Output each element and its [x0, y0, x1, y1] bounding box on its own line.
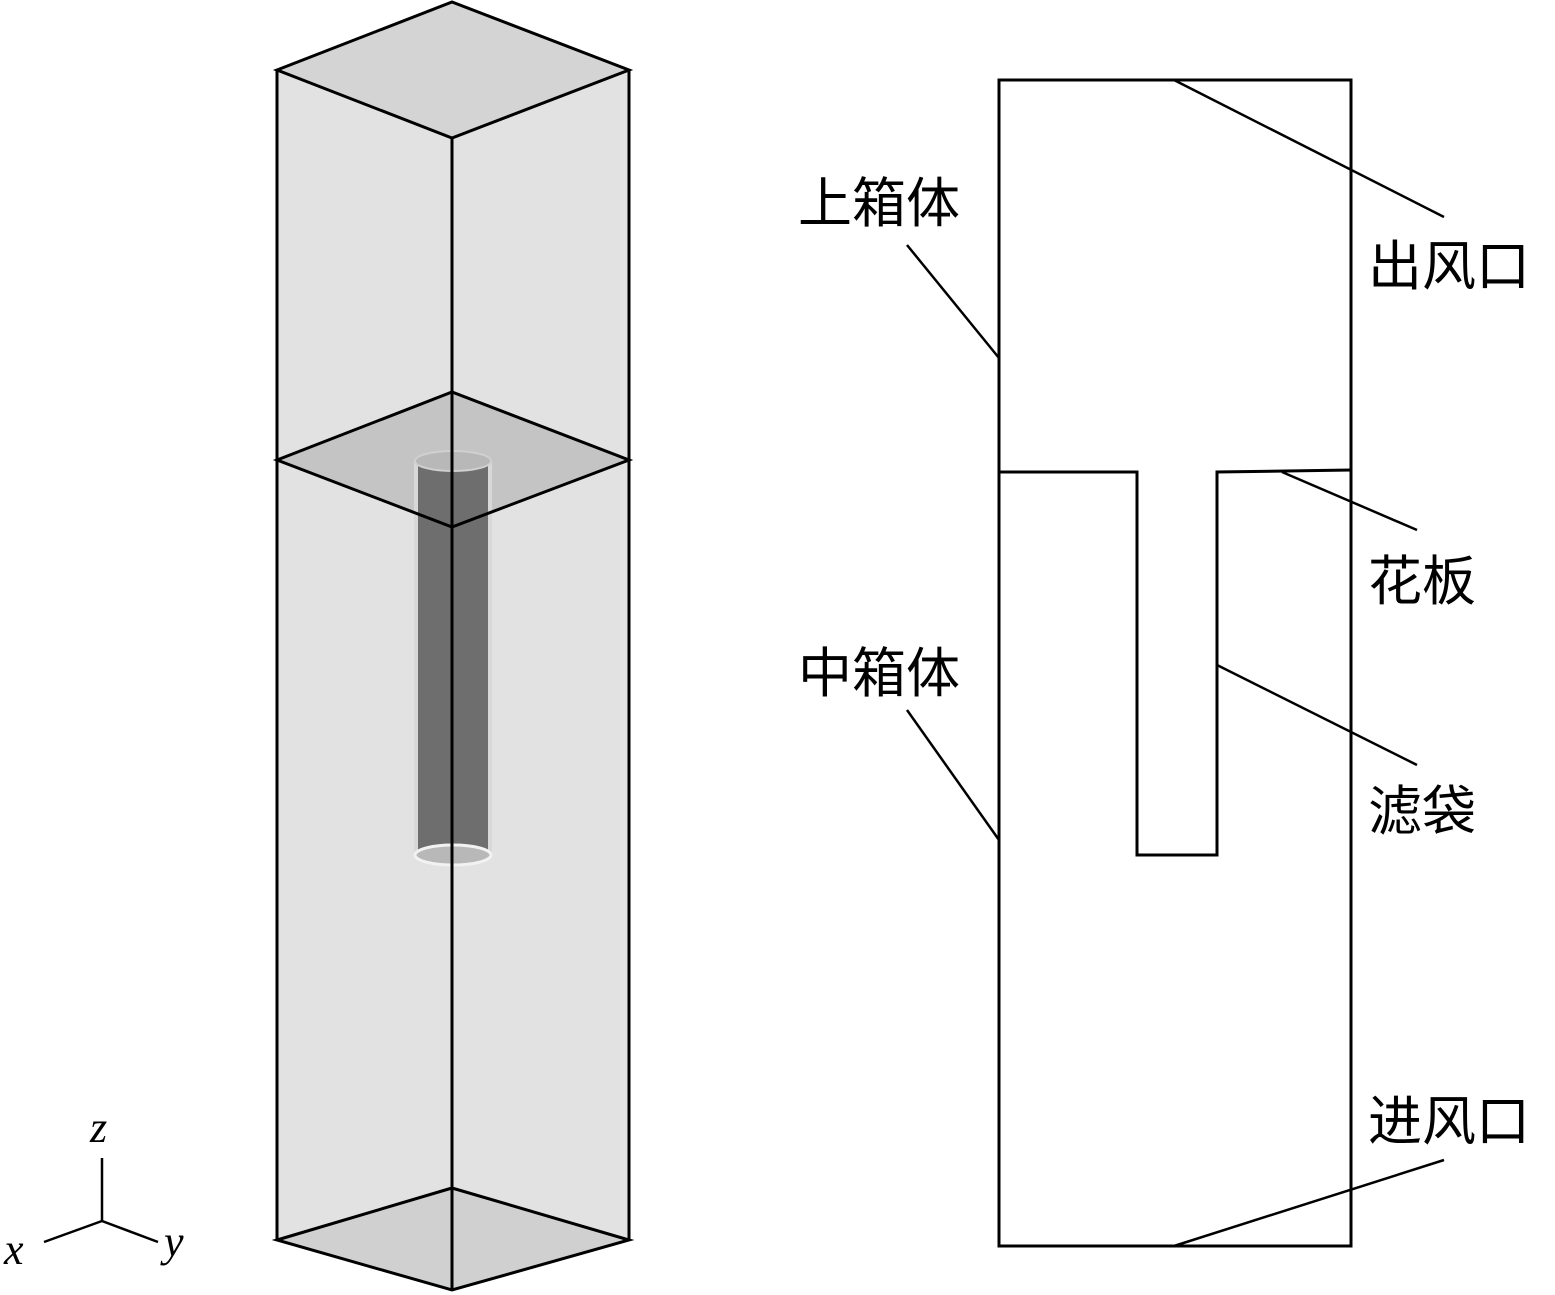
y-axis-label: y	[160, 1217, 184, 1266]
labels: 上箱体 中箱体 出风口 花板 滤袋 进风口	[798, 172, 1530, 1153]
coordinate-axes: z x y	[3, 1103, 184, 1274]
label-filter-bag: 滤袋	[1368, 780, 1476, 843]
cross-section-2d	[997, 78, 1353, 1248]
z-axis-label: z	[89, 1103, 107, 1152]
label-middle-box: 中箱体	[798, 642, 960, 705]
x-axis-label: x	[3, 1225, 24, 1274]
label-inlet: 进风口	[1368, 1090, 1530, 1153]
label-tube-sheet: 花板	[1368, 550, 1476, 613]
leader-outlet	[1173, 78, 1445, 219]
section-outline	[997, 78, 1353, 1248]
box-left-face	[277, 70, 452, 1290]
x-axis	[43, 1219, 103, 1244]
label-outlet: 出风口	[1368, 235, 1530, 298]
label-upper-box: 上箱体	[798, 172, 960, 235]
tube-sheet-and-bag-outline	[999, 468, 1352, 857]
leader-upper-box	[906, 244, 1000, 359]
box-3d-model	[271, 0, 635, 1292]
y-axis	[101, 1219, 159, 1244]
box-right-face	[452, 70, 629, 1290]
leader-middle-box	[905, 709, 1001, 841]
leader-filter-bag	[1216, 663, 1418, 767]
leader-inlet	[1173, 1158, 1445, 1248]
leader-lines	[905, 78, 1445, 1248]
leader-tube-sheet	[1281, 470, 1418, 532]
